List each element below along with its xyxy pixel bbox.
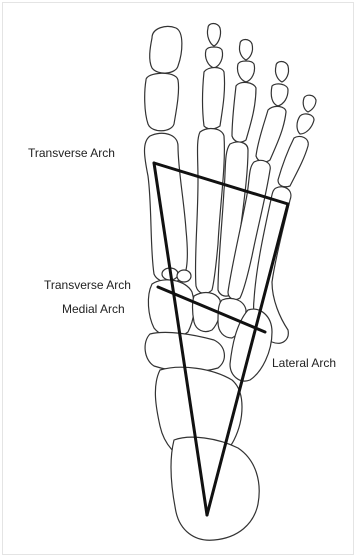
hallux-distal-phalanx — [150, 26, 182, 73]
fifth-toe-middle — [297, 114, 314, 134]
transverse-arch-top-label: Transverse Arch — [28, 146, 115, 160]
fourth-toe-proximal — [256, 106, 286, 162]
third-toe-middle — [237, 61, 254, 82]
second-toe-middle — [205, 47, 222, 68]
fifth-toe-distal — [303, 95, 316, 112]
fourth-toe-distal — [275, 62, 288, 83]
medial-cuneiform — [148, 280, 194, 337]
second-toe-distal — [207, 24, 220, 47]
sesamoid-bone — [177, 270, 191, 282]
lateral-arch-label: Lateral Arch — [272, 356, 336, 370]
fourth-toe-middle — [271, 84, 288, 106]
medial-arch-label: Medial Arch — [62, 302, 125, 316]
transverse-arch-mid-label: Transverse Arch — [44, 278, 131, 292]
third-toe-proximal — [232, 82, 256, 142]
foot-bones-icon — [145, 24, 317, 541]
fifth-toe-proximal — [278, 136, 308, 186]
hallux-proximal-phalanx — [145, 73, 179, 131]
third-toe-distal — [239, 40, 252, 61]
first-metatarsal — [145, 133, 188, 282]
second-toe-proximal — [203, 68, 225, 130]
